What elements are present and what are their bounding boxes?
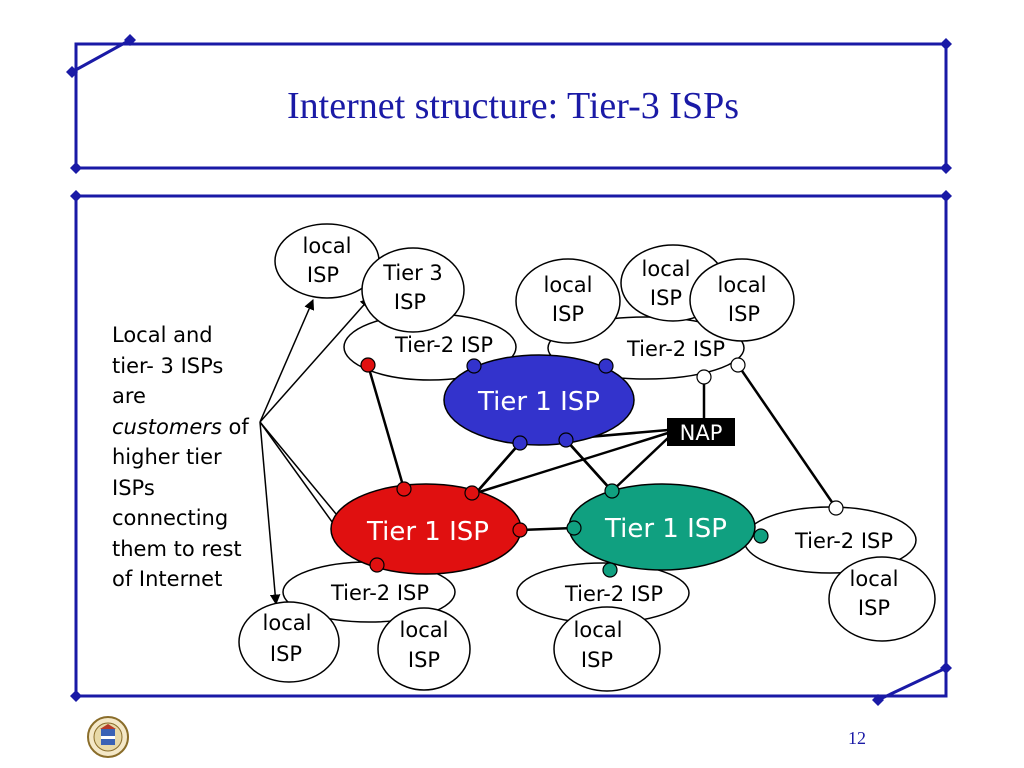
nap-box [667, 418, 735, 446]
content-box-border [74, 194, 948, 698]
caption-line: customers of [112, 412, 272, 443]
title-box-border [74, 42, 948, 170]
isp-label: ISP [270, 642, 302, 666]
local-label: local [718, 273, 767, 297]
links-overlay [475, 439, 613, 494]
tier3-label: Tier 3 [382, 261, 443, 285]
isp-label: ISP [552, 302, 584, 326]
local-label: local [642, 257, 691, 281]
tier1-label-green: Tier 1 ISP [604, 514, 727, 544]
isp-label: ISP [858, 596, 890, 620]
caption-line: tier- 3 ISPs [112, 353, 224, 378]
local-isp-top-right-1 [515, 258, 621, 344]
page-number: 12 [848, 728, 866, 748]
slide-title: Internet structure: Tier-3 ISPs [286, 85, 740, 127]
caption-line: higher tier [112, 445, 222, 469]
isp-label: ISP [581, 648, 613, 672]
local-isp-right [828, 556, 936, 642]
tier3-label-isp: ISP [394, 290, 426, 314]
tier2-label: Tier-2 ISP [794, 529, 893, 553]
isp-label: ISP [307, 263, 339, 287]
caption-text: Local and tier- 3 ISPs are customers of … [112, 320, 272, 595]
local-label: local [574, 618, 623, 642]
tier2-label: Tier-2 ISP [626, 337, 725, 361]
nap-label: NAP [680, 421, 723, 445]
isp-label: ISP [408, 648, 440, 672]
local-label: local [544, 273, 593, 297]
caption-line: are [112, 384, 146, 408]
isp-label: ISP [728, 302, 760, 326]
local-isp-bottom-2 [377, 607, 471, 691]
local-label: local [303, 234, 352, 258]
caption-line: Local and [112, 323, 213, 347]
tier1-label-red: Tier 1 ISP [366, 517, 489, 547]
caption-line-rest: of [221, 414, 249, 439]
caption-line: ISPs [112, 475, 155, 500]
isp-label: ISP [650, 286, 682, 310]
local-isp-top-right-3 [689, 258, 795, 342]
tier3-isp [361, 247, 465, 333]
tier1-label-blue: Tier 1 ISP [477, 387, 600, 417]
local-isp-bottom-3 [553, 606, 661, 692]
tier1-isp-blue [443, 354, 635, 446]
local-label: local [400, 618, 449, 642]
local-isp-bottom-1 [238, 601, 340, 683]
caption-line: them to rest [112, 536, 242, 561]
tier2-label: Tier-2 ISP [330, 581, 429, 605]
caption-line: connecting [112, 506, 229, 530]
caption-line: of Internet [112, 567, 223, 591]
university-seal-logo [87, 716, 129, 758]
tier2-label: Tier-2 ISP [394, 333, 493, 357]
tier2-label: Tier-2 ISP [564, 582, 663, 606]
local-label: local [263, 611, 312, 635]
caption-emphasis: customers [112, 414, 222, 439]
local-label: local [850, 567, 899, 591]
